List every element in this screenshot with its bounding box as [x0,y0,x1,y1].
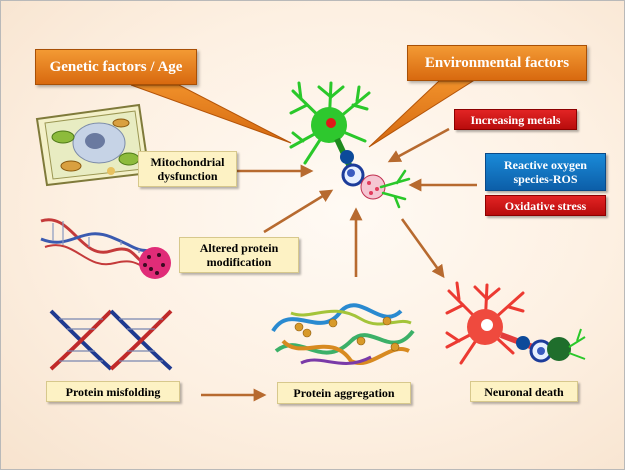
protein-misfolding-box: Protein misfolding [46,381,180,402]
oxidative-stress-box: Oxidative stress [485,195,606,216]
genetic-factors-callout: Genetic factors / Age [35,49,197,85]
genetic-factors-label: Genetic factors / Age [49,58,183,75]
degenerating-neuron-icon [445,281,586,365]
ros-box: Reactive oxygen species-ROS [485,153,606,191]
mitochondrial-dysfunction-label: Mitochondrial dysfunction [150,155,225,183]
misfolded-dna-icon [49,309,173,371]
environmental-callout-tail [368,80,475,148]
neuronal-death-box: Neuronal death [470,381,578,402]
arrow-neuron-to-death [400,218,445,279]
genetic-callout-tail [130,84,292,144]
protein-aggregation-box: Protein aggregation [277,382,411,404]
oxidative-stress-label: Oxidative stress [504,198,587,213]
mitochondrial-dysfunction-box: Mitochondrial dysfunction [138,151,237,187]
healthy-neuron-icon [289,81,411,209]
altered-protein-label: Altered protein modification [199,241,279,269]
protein-structure-icon [271,303,415,365]
ros-label: Reactive oxygen species-ROS [504,158,587,186]
neuronal-death-label: Neuronal death [484,384,564,399]
increasing-metals-box: Increasing metals [454,109,577,130]
environmental-factors-callout: Environmental factors [407,45,587,81]
dna-helix-icon [40,218,171,279]
protein-aggregation-label: Protein aggregation [293,386,395,400]
protein-misfolding-label: Protein misfolding [65,384,161,399]
plant-cell-icon [35,103,151,187]
arrow-altered-to-neuron [263,189,334,234]
increasing-metals-label: Increasing metals [470,112,561,127]
arrows [201,127,477,402]
environmental-factors-label: Environmental factors [424,54,570,71]
altered-protein-box: Altered protein modification [179,237,299,273]
arrow-metals-to-neuron [387,127,450,163]
